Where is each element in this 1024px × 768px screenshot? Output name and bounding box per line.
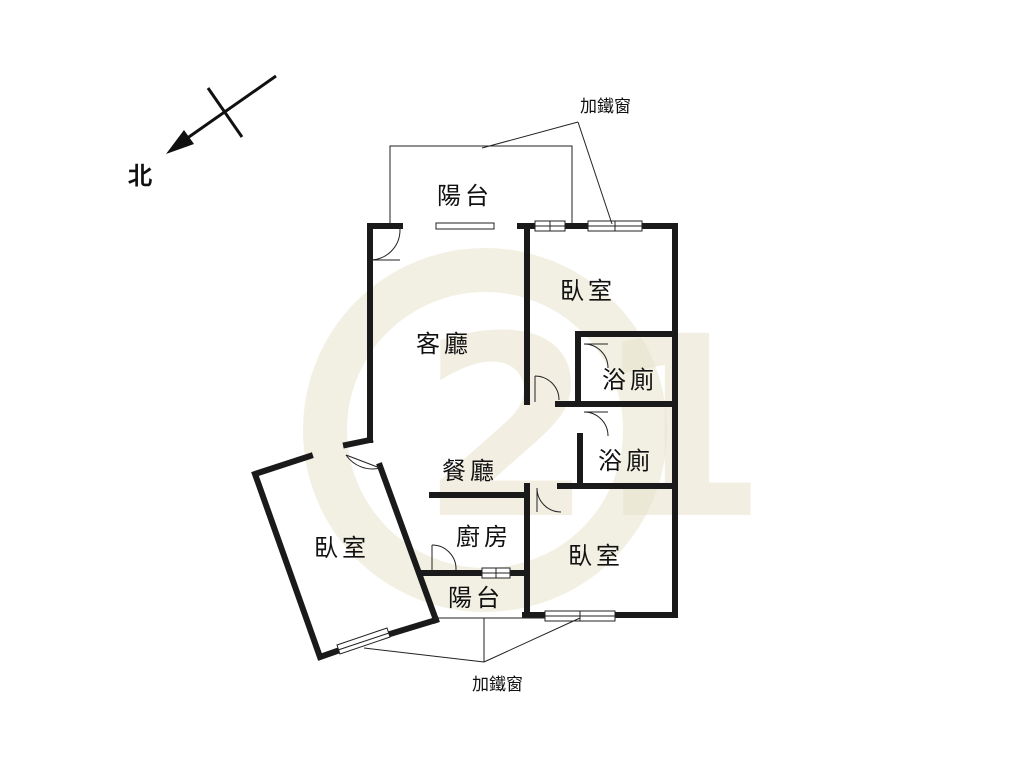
room-label-dining-room: 餐廳 bbox=[442, 457, 498, 485]
door-bedroom-top bbox=[534, 375, 560, 401]
room-label-bedroom-top-right: 臥室 bbox=[560, 277, 616, 305]
balcony-top-outline bbox=[389, 145, 573, 224]
note-iron-window-top: 加鐵窗 bbox=[580, 97, 631, 117]
room-label-balcony-top: 陽台 bbox=[437, 182, 493, 210]
watermark-logo: 21 bbox=[303, 248, 768, 612]
room-label-living-room: 客廳 bbox=[416, 330, 472, 358]
room-label-bedroom-left: 臥室 bbox=[314, 534, 370, 562]
door-entrance bbox=[369, 226, 401, 261]
window-top-sliding bbox=[435, 222, 495, 230]
room-labels: 陽台 臥室 客廳 浴廁 浴廁 餐廳 廚房 臥室 臥室 陽台 bbox=[314, 182, 658, 612]
room-label-bathroom-1: 浴廁 bbox=[602, 366, 658, 394]
leader-lines bbox=[363, 121, 613, 663]
room-label-bedroom-bottom-right: 臥室 bbox=[568, 542, 624, 570]
room-label-bathroom-2: 浴廁 bbox=[598, 447, 654, 475]
walls bbox=[251, 223, 678, 661]
compass-cross-line bbox=[206, 87, 244, 138]
note-iron-window-bottom: 加鐵窗 bbox=[472, 675, 523, 695]
door-bedroom-left bbox=[345, 454, 381, 470]
notes: 加鐵窗 加鐵窗 bbox=[472, 97, 631, 695]
windows bbox=[336, 220, 643, 655]
compass: 北 bbox=[128, 74, 277, 190]
doors bbox=[345, 226, 609, 573]
compass-arrow-shaft bbox=[175, 74, 277, 148]
north-label: 北 bbox=[128, 162, 152, 190]
room-label-kitchen: 廚房 bbox=[456, 523, 512, 551]
room-label-balcony-bottom: 陽台 bbox=[448, 584, 504, 612]
compass-arrow-head-icon bbox=[166, 130, 194, 154]
watermark-ring bbox=[303, 248, 667, 612]
door-kitchen-balcony bbox=[431, 544, 457, 571]
